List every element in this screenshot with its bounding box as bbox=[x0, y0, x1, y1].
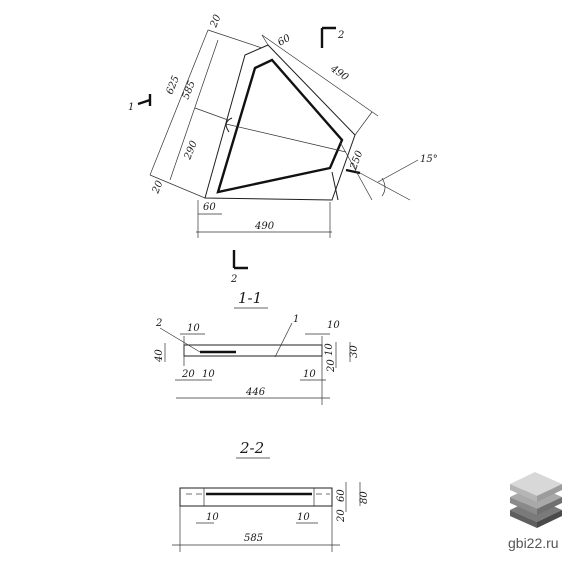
dim-label-10-mid: 10 bbox=[202, 369, 215, 380]
dim-label-10-right: 10 bbox=[327, 320, 340, 331]
dim-label-80-2: 80 bbox=[359, 491, 370, 504]
plan-outer-contour bbox=[204, 44, 356, 201]
plan-view bbox=[137, 26, 419, 270]
plan-bevel-edge bbox=[331, 171, 339, 201]
section-mark-1-label: 1 bbox=[128, 102, 134, 113]
callout-1-leader bbox=[274, 322, 293, 358]
callout-2-leader bbox=[159, 327, 201, 353]
dim-label-585-2: 585 bbox=[244, 533, 263, 544]
dim-label-40: 40 bbox=[154, 349, 165, 363]
plan-inner-frame bbox=[216, 58, 344, 194]
plan-bevel-mark bbox=[345, 168, 361, 175]
section-1-1-callout-2: 2 bbox=[155, 318, 162, 329]
dim-label-angle: 15° bbox=[420, 154, 438, 165]
brand-logo-layer-bottom-side2 bbox=[537, 510, 562, 528]
brand-logo-layer-top-side bbox=[510, 484, 537, 502]
angle-leg-2 bbox=[377, 159, 419, 183]
dim-label-10-bottom: 10 bbox=[324, 343, 335, 356]
angle-arc bbox=[381, 177, 386, 197]
dim-label-20-right: 20 bbox=[326, 359, 337, 373]
dim-label-10-left: 10 bbox=[187, 323, 200, 334]
brand-site-label: gbi22.ru bbox=[508, 535, 559, 551]
ext-line-top bbox=[207, 29, 263, 49]
brand-logo-layer-top bbox=[510, 472, 562, 496]
dim-label-10-lower: 10 bbox=[303, 369, 316, 380]
section-2-2-view bbox=[172, 482, 361, 552]
dim-label-290: 290 bbox=[182, 139, 200, 162]
section-2-2-title: 2-2 bbox=[239, 439, 264, 457]
dim-label-250: 250 bbox=[348, 149, 365, 172]
dim-label-30: 30 bbox=[349, 345, 360, 358]
section-1-1-title: 1-1 bbox=[238, 289, 262, 307]
section-1-1-callout-1: 1 bbox=[293, 314, 299, 325]
plan-hook bbox=[225, 117, 233, 133]
section-mark-2-bottom-label: 2 bbox=[230, 274, 237, 285]
section-mark-2-bottom-arrow bbox=[232, 250, 248, 270]
dim-label-10-right-2: 10 bbox=[297, 512, 310, 523]
section-2-2-body bbox=[179, 487, 333, 507]
dim-line-490-diag bbox=[261, 34, 379, 117]
dim-label-585: 585 bbox=[181, 79, 198, 101]
ext-line-490-b bbox=[354, 111, 373, 136]
ext-line-bottom bbox=[149, 174, 206, 199]
brand-logo-layer-bottom-side bbox=[510, 510, 537, 528]
ext-line-mid bbox=[194, 107, 229, 121]
section-mark-2-top-arrow bbox=[320, 26, 336, 48]
brand-logo-layer-mid-side bbox=[510, 497, 537, 515]
dim-label-490-bottom: 490 bbox=[254, 221, 275, 232]
dim-line-585 bbox=[169, 39, 219, 181]
section-mark-1-arrow bbox=[137, 94, 152, 106]
ext-line-490-a bbox=[261, 34, 269, 46]
brand-logo-icon bbox=[510, 472, 562, 528]
dim-label-10-left-2: 10 bbox=[206, 512, 219, 523]
dim-label-446: 446 bbox=[245, 387, 266, 398]
dim-label-490-diag: 490 bbox=[327, 63, 350, 84]
dim-label-60-2: 60 bbox=[336, 489, 347, 502]
plan-diagonal-line bbox=[225, 123, 347, 153]
section-mark-2-top-label: 2 bbox=[337, 30, 344, 41]
brand-logo-layer-top-side2 bbox=[537, 484, 562, 502]
dim-label-20-top: 20 bbox=[208, 13, 224, 30]
section-1-1-body bbox=[183, 344, 323, 357]
dim-label-625: 625 bbox=[165, 74, 182, 96]
section-1-1-view bbox=[159, 322, 351, 405]
dim-line-250 bbox=[339, 141, 373, 201]
dim-label-60-bottom: 60 bbox=[203, 202, 216, 213]
dim-label-20-bottom: 20 bbox=[150, 179, 166, 196]
dim-line-625 bbox=[149, 29, 209, 176]
dim-label-20-left: 20 bbox=[181, 369, 195, 380]
dim-label-20-2: 20 bbox=[336, 509, 347, 523]
brand-logo-layer-mid-side2 bbox=[537, 497, 562, 515]
